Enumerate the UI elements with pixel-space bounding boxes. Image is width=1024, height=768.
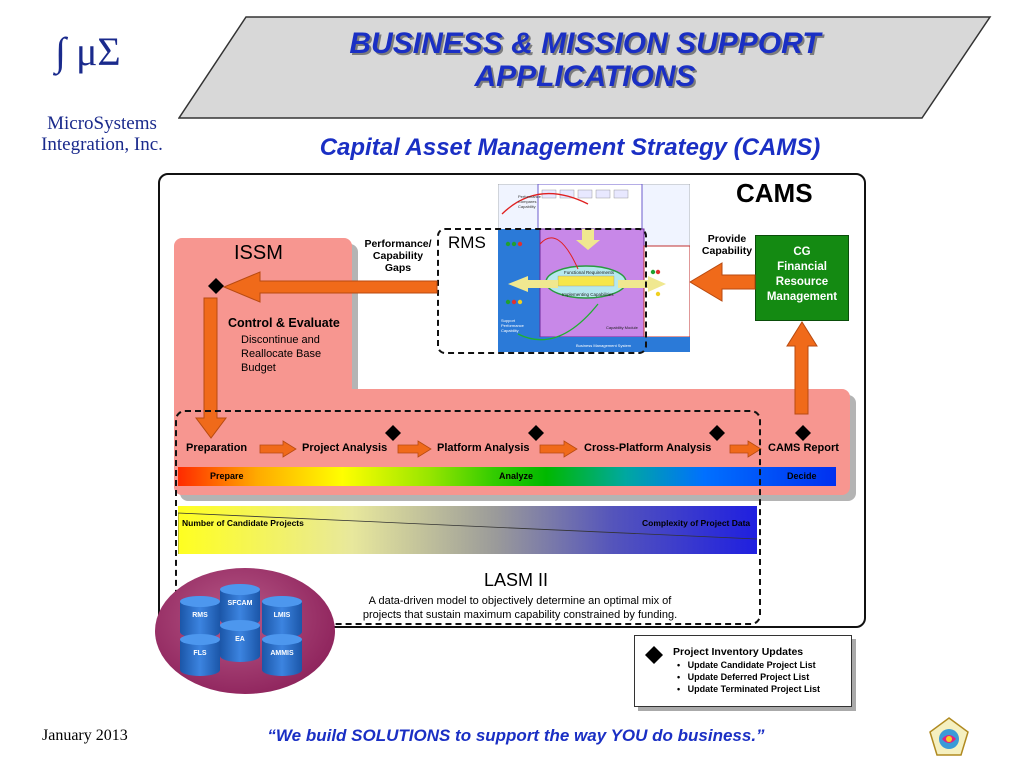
step-cross-platform-analysis: Cross-Platform Analysis [584, 442, 712, 454]
page-title-line2: APPLICATIONS [474, 60, 696, 93]
cg-box-line: CG [793, 246, 811, 258]
decision-diamond-icon [385, 425, 401, 441]
cg-financial-box: CG Financial Resource Management [755, 235, 849, 321]
wedge-divider [178, 512, 757, 554]
cg-box-line: Resource [775, 276, 829, 288]
cg-box-line: Management [766, 291, 838, 303]
step-cams-report: CAMS Report [768, 442, 839, 454]
legend-diamond-icon [645, 646, 663, 664]
legend-item-text: Update Candidate Project List [687, 660, 816, 670]
db-label: SFCAM [227, 600, 253, 607]
company-name-line1: MicroSystems [47, 113, 157, 134]
rms-support-label: Performance [501, 323, 525, 328]
step-project-analysis: Project Analysis [302, 442, 388, 454]
company-name: MicroSystems Integration, Inc. [22, 113, 182, 155]
gaps-label-line: Performance/ [364, 238, 432, 250]
rms-capability-module-label: Capability Module [606, 325, 639, 330]
lasm-dashed-box [175, 410, 761, 625]
step-arrow [539, 440, 578, 458]
rms-functional-label: Functional Requirements [564, 270, 615, 275]
control-down-arrow [195, 297, 227, 439]
step-preparation: Preparation [186, 442, 248, 454]
phase-decide: Decide [787, 471, 817, 481]
step-platform-analysis: Platform Analysis [437, 442, 530, 454]
title-banner [178, 16, 992, 119]
gaps-arrow [222, 271, 438, 303]
provide-label-line: Provide [707, 233, 747, 245]
rms-label: RMS [448, 233, 486, 252]
provide-arrow [689, 262, 756, 302]
rms-perf-label: Capability [518, 204, 536, 209]
phase-gradient-bar [178, 467, 836, 486]
db-label: LMIS [273, 612, 291, 619]
db-label: EA [235, 636, 245, 643]
cams-label: CAMS [736, 178, 813, 208]
complexity-label: Complexity of Project Data [642, 518, 751, 528]
decision-diamond-icon [528, 425, 544, 441]
footer-tagline: “We build SOLUTIONS to support the way Y… [267, 726, 765, 745]
phase-analyze: Analyze [499, 471, 534, 481]
rms-support-label: Support [501, 318, 516, 323]
provide-capability-label: Provide Capability [690, 233, 764, 257]
emblem-icon [929, 717, 969, 756]
page-subtitle: Capital Asset Management Strategy (CAMS) [319, 134, 821, 161]
issm-label: ISSM [234, 242, 283, 264]
control-text-line: Budget [241, 362, 276, 374]
cams-frame [158, 173, 866, 628]
step-arrow [397, 440, 432, 458]
rms-perf-label: Compares [518, 199, 536, 204]
decision-diamond-icon [709, 425, 725, 441]
db-label: AMMIS [270, 650, 294, 657]
lasm-title: LASM II [484, 570, 549, 590]
page-title-line1: BUSINESS & MISSION SUPPORT [349, 27, 821, 60]
database-ea-icon: EA [220, 620, 260, 662]
phase-prepare: Prepare [210, 471, 244, 481]
legend-item-text: Update Deferred Project List [687, 672, 810, 682]
database-rms-icon: RMS [180, 596, 220, 638]
control-evaluate-text: Discontinue and Reallocate Base Budget [241, 333, 351, 375]
rms-dashed-box [437, 228, 647, 354]
provide-label-line: Capability [701, 245, 753, 257]
step-arrow [259, 440, 297, 458]
lasm-description: A data-driven model to objectively deter… [345, 594, 695, 622]
legend-item: • Update Candidate Project List [677, 660, 816, 670]
candidate-projects-label: Number of Candidate Projects [182, 518, 304, 528]
report-up-arrow [786, 321, 818, 415]
step-arrow [729, 440, 762, 458]
control-evaluate-title: Control & Evaluate [228, 316, 340, 330]
gaps-label-line: Capability [372, 250, 424, 262]
rms-support-label: Capability [501, 328, 519, 333]
rms-perf-label: Performance [518, 194, 542, 199]
decision-diamond-icon [208, 278, 224, 294]
control-text-line: Discontinue and [241, 334, 320, 346]
db-label: FLS [193, 650, 207, 657]
rms-implementing-label: Implementing Capabilities [562, 292, 614, 297]
legend-item-text: Update Terminated Project List [687, 684, 821, 694]
footer-date: January 2013 [42, 727, 128, 744]
database-fls-icon: FLS [180, 634, 220, 676]
company-name-line2: Integration, Inc. [41, 134, 163, 155]
lasm-desc-line: A data-driven model to objectively deter… [368, 595, 672, 607]
database-lmis-icon: LMIS [262, 596, 302, 638]
database-ammis-icon: AMMIS [262, 634, 302, 676]
db-label: RMS [192, 612, 208, 619]
legend-title: Project Inventory Updates [673, 646, 804, 658]
performance-gaps-label: Performance/ Capability Gaps [355, 238, 441, 274]
cg-box-line: Financial [777, 261, 827, 273]
wedge-gradient-bar [178, 506, 757, 554]
gaps-label-line: Gaps [384, 262, 412, 274]
rms-system-footer-label: Business Management System [576, 343, 632, 348]
legend-item: • Update Deferred Project List [677, 672, 810, 682]
lasm-desc-line: projects that sustain maximum capability… [362, 609, 678, 621]
legend-box [634, 635, 852, 707]
page-title: BUSINESS & MISSION SUPPORT APPLICATIONS [250, 27, 920, 93]
decision-diamond-icon [795, 425, 811, 441]
legend-item: • Update Terminated Project List [677, 684, 821, 694]
company-logo-symbols: ∫ μΣ [55, 29, 121, 74]
database-sfcam-icon: SFCAM [220, 584, 260, 626]
control-text-line: Reallocate Base [241, 348, 322, 360]
